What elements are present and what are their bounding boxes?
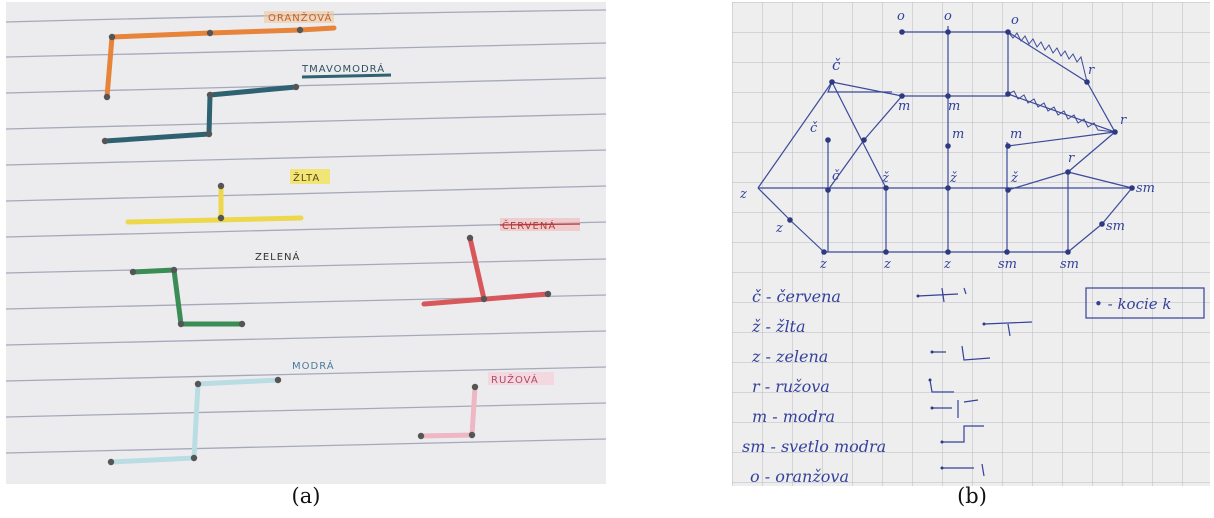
photo-panel-a: ORANŽOVÁ TMAVOMODRÁ ŽLTA ČERVENÁ [6, 2, 606, 484]
node-label: o [944, 9, 952, 24]
legend-item: č - červena [752, 287, 841, 306]
node-label: sm [1106, 219, 1125, 234]
dark-blue-label-underline [301, 73, 392, 79]
node-label: ž [949, 171, 957, 186]
node-label: z [775, 221, 783, 236]
node-label: sm [998, 257, 1017, 272]
node-label: č [832, 169, 840, 184]
pink-piece [417, 383, 479, 440]
label-zelena: ZELENÁ [255, 250, 300, 263]
node-label: r [1068, 151, 1075, 166]
ruled-lines [6, 9, 606, 454]
label-ruzova: RUŽOVÁ [491, 373, 539, 386]
red-label-strike [499, 223, 581, 226]
node-labels: o o o č č č m m m m z z ž ž ž r r r sm s… [739, 9, 1155, 272]
label-oranzova: ORANŽOVÁ [268, 11, 332, 24]
yellow-piece [125, 182, 304, 225]
node-label: z [943, 257, 951, 272]
node-label: č [832, 56, 841, 74]
legend-item: sm - svetlo modra [742, 437, 886, 456]
node-label: z [739, 187, 747, 202]
label-modra: MODRÁ [292, 359, 335, 372]
node-label: m [948, 99, 960, 114]
dark-blue-piece [101, 83, 300, 145]
red-piece [421, 234, 552, 307]
legend-item: o - oranžova [750, 467, 849, 486]
notebook-photo: ORANŽOVÁ TMAVOMODRÁ ŽLTA ČERVENÁ [6, 9, 606, 466]
node-label: ž [881, 171, 889, 186]
label-zlta: ŽLTA [293, 171, 320, 184]
node-label: z [883, 257, 891, 272]
node-label: z [819, 257, 827, 272]
graph-nodes [787, 29, 1135, 255]
legend-piece-glyphs [917, 287, 1033, 477]
node-label: r [1088, 63, 1095, 78]
key-box-text: • - kocie k [1094, 295, 1172, 313]
label-tmavomodra: TMAVOMODRÁ [301, 62, 385, 75]
green-piece [129, 266, 246, 328]
label-cervena: ČERVENÁ [502, 219, 556, 232]
node-label: sm [1060, 257, 1079, 272]
key-box: • - kocie k [1085, 287, 1205, 319]
grid-paper-sketch: o o o č č č m m m m z z ž ž ž r r r sm s… [732, 2, 1210, 486]
orange-piece [103, 25, 337, 101]
node-label: r [1120, 113, 1127, 128]
node-label: m [898, 99, 910, 114]
node-label: o [1011, 13, 1019, 28]
node-label: m [1010, 127, 1022, 142]
legend: č - červena ž - žlta z - zelena r - ružo… [742, 287, 886, 486]
node-label: č [810, 121, 818, 136]
node-label: o [897, 9, 905, 24]
caption-a: (a) [291, 484, 321, 508]
legend-item: ž - žlta [751, 317, 806, 336]
legend-item: z - zelena [751, 347, 828, 366]
legend-item: r - ružova [752, 377, 830, 396]
spring-connectors [1007, 31, 1116, 133]
orange-label-highlight [264, 11, 334, 23]
light-blue-piece [107, 376, 282, 466]
node-label: sm [1136, 181, 1155, 196]
caption-b: (b) [957, 484, 987, 508]
photo-panel-b: o o o č č č m m m m z z ž ž ž r r r sm s… [732, 2, 1210, 486]
node-label: m [952, 127, 964, 142]
graph-edges [757, 26, 1133, 253]
legend-piece-dots [916, 294, 986, 470]
node-label: ž [1010, 171, 1018, 186]
pink-label-highlight [488, 372, 554, 385]
yellow-label-highlight [290, 169, 330, 184]
grid-background [732, 2, 1210, 486]
legend-item: m - modra [752, 407, 835, 426]
